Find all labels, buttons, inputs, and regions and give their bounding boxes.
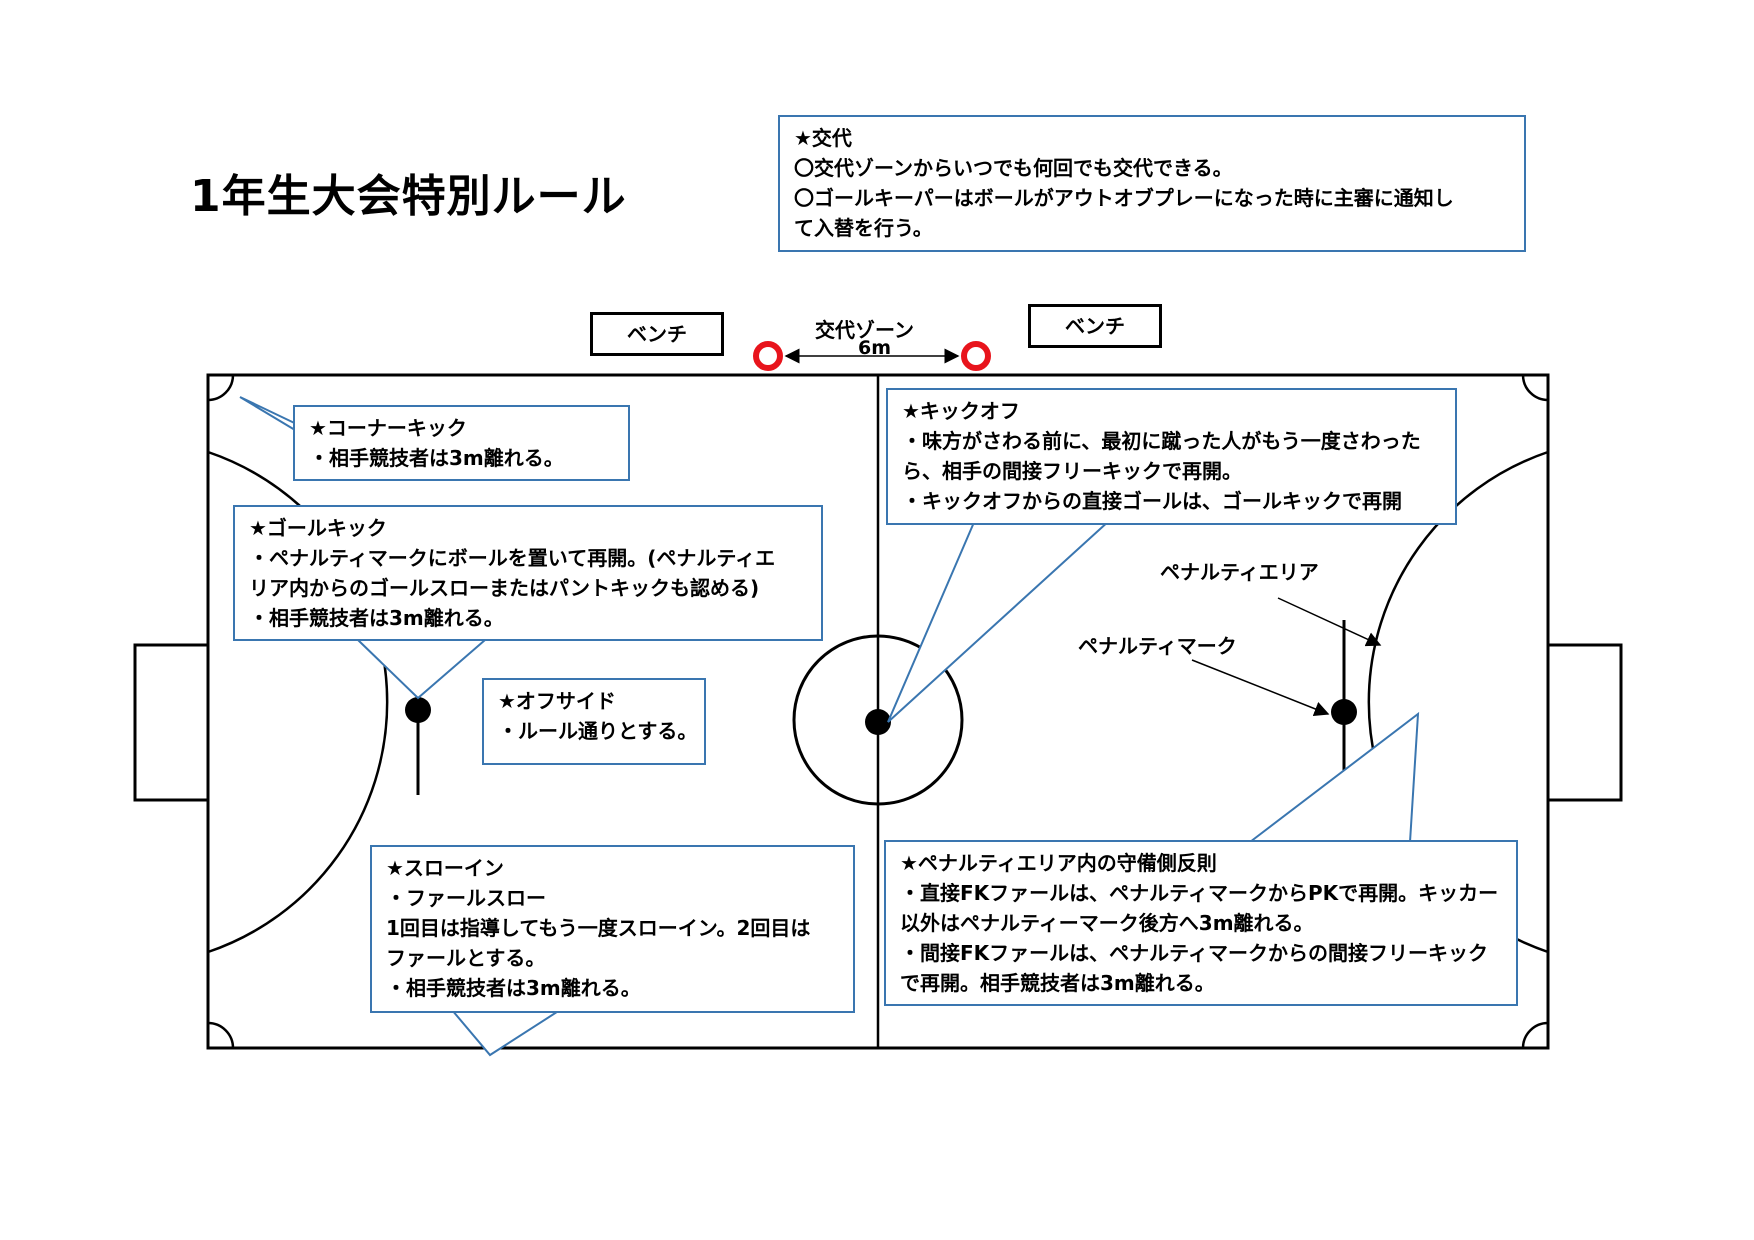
corner-kick-box: ★コーナーキック ・相手競技者は3m離れる。: [293, 405, 630, 481]
throw-in-line: 1回目は指導してもう一度スローイン。2回目は: [386, 916, 811, 940]
page-title: 1年生大会特別ルール: [190, 171, 627, 222]
throw-in-heading: ★スローイン: [386, 856, 504, 880]
sub-zone-marker-left: [753, 341, 783, 371]
offside-box: ★オフサイド ・ルール通りとする。: [482, 678, 706, 765]
goal-kick-tail: [355, 639, 488, 700]
kick-off-tail: [887, 519, 1113, 723]
kick-off-line: ・キックオフからの直接ゴールは、ゴールキックで再開: [902, 489, 1402, 513]
throw-in-box: ★スローイン ・ファールスロー 1回目は指導してもう一度スローイン。2回目は フ…: [370, 845, 855, 1013]
defense-foul-tail: [1247, 711, 1420, 843]
corner-arc-bl: [207, 1021, 235, 1049]
sub-zone-marker-right: [961, 341, 991, 371]
goal-left: [133, 643, 210, 802]
penalty-area-label: ペナルティエリア: [1160, 560, 1319, 584]
throw-in-tail: [449, 1009, 564, 1057]
defense-foul-line: 以外はペナルティーマーク後方へ3m離れる。: [900, 911, 1314, 935]
kick-off-box: ★キックオフ ・味方がさわる前に、最初に蹴った人がもう一度さわった ら、相手の間…: [886, 388, 1457, 525]
penalty-spot-right: [1331, 699, 1357, 725]
defense-foul-heading: ★ペナルティエリア内の守備側反則: [900, 851, 1217, 875]
penalty-mark-arrow: [1191, 659, 1330, 716]
sub-zone-distance: 6m: [858, 337, 892, 359]
kick-off-line: ・味方がさわる前に、最初に蹴った人がもう一度さわった: [902, 429, 1421, 453]
substitution-line: 〇交代ゾーンからいつでも何回でも交代できる。: [794, 156, 1233, 180]
corner-kick-line: ・相手競技者は3m離れる。: [309, 446, 564, 470]
goal-kick-heading: ★ゴールキック: [249, 516, 387, 540]
kick-off-heading: ★キックオフ: [902, 399, 1020, 423]
goal-kick-line: ・相手競技者は3m離れる。: [249, 606, 504, 630]
corner-kick-heading: ★コーナーキック: [309, 416, 467, 440]
corner-arc-tr: [1521, 374, 1549, 402]
offside-heading: ★オフサイド: [498, 689, 616, 713]
bench-left: ベンチ: [590, 312, 724, 356]
substitution-line: て入替を行う。: [794, 216, 933, 240]
defense-foul-line: で再開。相手競技者は3m離れる。: [900, 971, 1215, 995]
penalty-area-left: [207, 450, 389, 954]
corner-arc-tl: [207, 374, 235, 402]
penalty-spot-left: [405, 697, 431, 723]
penalty-area-arrow: [1277, 597, 1382, 647]
substitution-box: ★交代 〇交代ゾーンからいつでも何回でも交代できる。 〇ゴールキーパーはボールが…: [778, 115, 1526, 252]
goal-right: [1546, 643, 1623, 802]
goal-kick-box: ★ゴールキック ・ペナルティマークにボールを置いて再開。(ペナルティエ リア内か…: [233, 505, 823, 641]
defense-foul-line: ・直接FKファールは、ペナルティマークからPKで再開。キッカー: [900, 881, 1499, 905]
substitution-line: 〇ゴールキーパーはボールがアウトオブプレーになった時に主審に通知し: [794, 186, 1454, 210]
bench-right: ベンチ: [1028, 304, 1162, 348]
offside-line: ・ルール通りとする。: [498, 719, 698, 743]
corner-arc-br: [1521, 1021, 1549, 1049]
throw-in-line: ファールとする。: [386, 946, 546, 970]
center-spot: [865, 709, 891, 735]
kick-off-line: ら、相手の間接フリーキックで再開。: [902, 459, 1242, 483]
goal-kick-line: ・ペナルティマークにボールを置いて再開。(ペナルティエ: [249, 546, 776, 570]
throw-in-line: ・ファールスロー: [386, 886, 546, 910]
substitution-heading: ★交代: [794, 126, 852, 150]
center-circle: [792, 634, 964, 806]
goal-kick-line: リア内からのゴールスローまたはパントキックも認める): [249, 576, 760, 600]
defense-foul-box: ★ペナルティエリア内の守備側反則 ・直接FKファールは、ペナルティマークからPK…: [884, 840, 1518, 1006]
penalty-mark-label: ペナルティマーク: [1078, 634, 1237, 658]
sub-zone-label: 交代ゾーン: [815, 318, 914, 342]
throw-in-line: ・相手競技者は3m離れる。: [386, 976, 641, 1000]
defense-foul-line: ・間接FKファールは、ペナルティマークからの間接フリーキック: [900, 941, 1488, 965]
